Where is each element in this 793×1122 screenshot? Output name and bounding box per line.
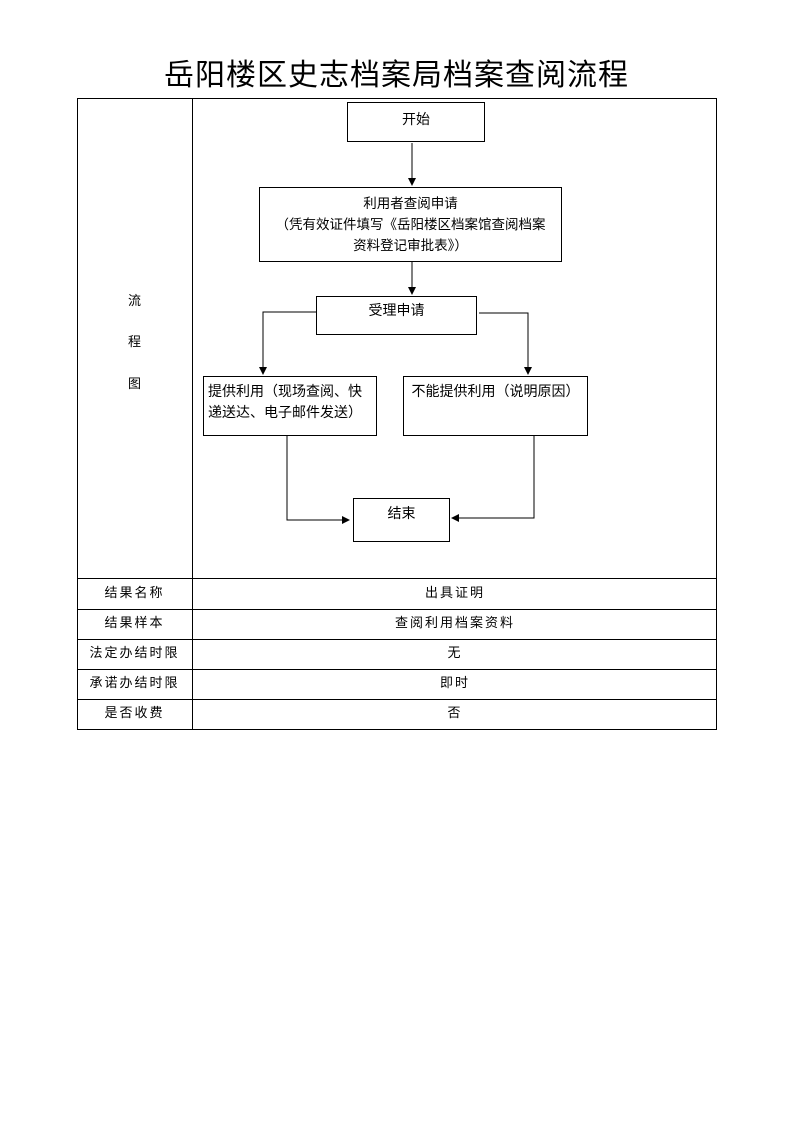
provide-line1: 提供利用（现场查阅、快 [208,384,362,400]
provide-line2: 递送达、电子邮件发送） [208,405,362,421]
arrow-provide-to-end [286,436,350,524]
end-box: 结束 [353,498,450,542]
row-label-legal-deadline: 法定办结时限 [89,646,180,661]
accept-box: 受理申请 [316,296,477,335]
flow-label-char-2: 程 [127,335,141,350]
deny-box: 不能提供利用（说明原因） [403,376,588,436]
apply-title: 利用者查阅申请 [363,196,458,212]
row-value-promised-deadline: 即时 [439,676,470,691]
row-value-legal-deadline: 无 [447,646,463,661]
apply-detail-line1: （凭有效证件填写《岳阳楼区档案馆查阅档案 [275,217,546,233]
process-table: 流 程 图 开始 利用者查阅申请 （凭有效证件填写《岳阳楼区档案馆查阅档案 资料… [77,98,717,730]
apply-detail-line2: 资料登记审批表》） [353,238,468,254]
arrow-accept-to-provide [259,311,316,375]
row-value-result-sample: 查阅利用档案资料 [394,616,515,631]
apply-box: 利用者查阅申请 （凭有效证件填写《岳阳楼区档案馆查阅档案 资料登记审批表》） [259,187,562,262]
row-label-fee: 是否收费 [104,706,165,721]
row-label-result-name: 结果名称 [104,586,165,601]
row-value-result-name: 出具证明 [424,586,485,601]
provide-box: 提供利用（现场查阅、快 递送达、电子邮件发送） [203,376,377,436]
page-title: 岳阳楼区史志档案局档案查阅流程 [164,58,629,93]
flow-label-char-1: 流 [127,294,141,309]
row-label-promised-deadline: 承诺办结时限 [89,676,180,691]
row-value-fee: 否 [447,706,463,721]
start-label: 开始 [402,112,430,128]
start-box: 开始 [347,102,485,142]
end-label: 结束 [387,506,416,522]
table-grid [77,98,717,730]
accept-label: 受理申请 [368,303,425,319]
row-label-result-sample: 结果样本 [104,616,165,631]
arrow-deny-to-end [451,436,535,522]
arrow-accept-to-deny [479,312,532,375]
flow-label-char-3: 图 [127,377,141,392]
flowchart-connectors [259,143,535,524]
deny-label: 不能提供利用（说明原因） [411,384,580,400]
